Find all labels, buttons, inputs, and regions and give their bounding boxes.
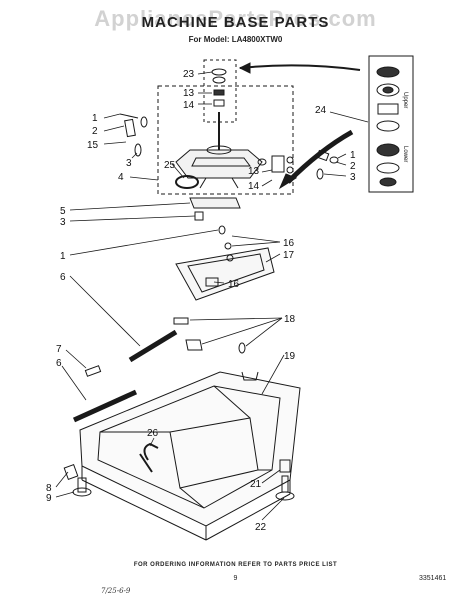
callout-17: 17 <box>283 250 295 261</box>
callout-3-mid: 3 <box>60 217 66 228</box>
callout-6-lower: 6 <box>56 358 62 369</box>
callout-15: 15 <box>87 140 99 151</box>
leveling-feet <box>63 459 295 501</box>
machine-base-frame <box>79 371 301 541</box>
callout-24: 24 <box>315 105 327 116</box>
left-brace <box>128 329 178 363</box>
callout-14-top: 14 <box>183 100 195 111</box>
mounting-plate <box>175 242 275 301</box>
handwritten-note: 7/25-6-9 <box>101 587 131 595</box>
transmission-assembly <box>175 112 263 189</box>
callout-2-right: 2 <box>350 161 356 172</box>
callout-1-mid: 1 <box>60 251 66 262</box>
inset-bearings <box>376 66 400 187</box>
callout-16-mid: 16 <box>228 279 240 290</box>
page-number: 9 <box>233 575 238 582</box>
callout-18: 18 <box>284 314 296 325</box>
callout-5: 5 <box>60 206 66 217</box>
ordering-footer: FOR ORDERING INFORMATION REFER TO PARTS … <box>133 562 338 568</box>
callout-16-top: 16 <box>283 238 295 249</box>
hardware-clips <box>173 317 246 354</box>
callout-13-top: 13 <box>183 88 195 99</box>
callout-21: 21 <box>250 479 262 490</box>
callout-25: 25 <box>164 160 176 171</box>
leader-lines <box>55 71 369 521</box>
inset-label-lower: Lower <box>402 146 408 162</box>
callout-6-upper: 6 <box>60 272 66 283</box>
callout-7: 7 <box>56 344 62 355</box>
callout-numbers: 23 13 14 24 1 2 15 3 4 25 13 14 1 2 3 5 … <box>46 69 356 533</box>
inset-arrow-top <box>239 64 361 71</box>
callout-4: 4 <box>118 172 124 183</box>
bearing-inset-box <box>368 55 414 193</box>
model-subtitle: For Model: LA4800XTW0 <box>188 35 283 44</box>
inset-labels: Upper Lower <box>402 92 408 162</box>
callout-3-right: 3 <box>350 172 356 183</box>
clip-and-bolt <box>189 197 241 235</box>
spring-7 <box>84 365 102 377</box>
page-title: MACHINE BASE PARTS <box>141 14 330 31</box>
callout-14-right: 14 <box>248 181 260 192</box>
callout-8: 8 <box>46 483 52 494</box>
inset-label-upper: Upper <box>402 92 408 108</box>
callout-1-left: 1 <box>92 113 98 124</box>
callout-23: 23 <box>183 69 195 80</box>
hook-26 <box>139 442 159 473</box>
right-actuator-parts <box>257 149 339 180</box>
callout-9: 9 <box>46 493 52 504</box>
left-actuator-parts <box>119 113 148 157</box>
callout-22: 22 <box>255 522 267 533</box>
callout-26: 26 <box>147 428 159 439</box>
seal-ring <box>175 175 199 189</box>
callout-2-left: 2 <box>92 126 98 137</box>
callout-13-right: 13 <box>248 166 260 177</box>
document-number: 3351461 <box>419 575 447 582</box>
watermark: AppliancePartsPros.com <box>94 6 377 31</box>
left-lower-brace <box>72 389 138 423</box>
callout-3-left: 3 <box>126 158 132 169</box>
top-seal-stack <box>211 68 227 107</box>
callout-19: 19 <box>284 351 296 362</box>
transmission-group-outline <box>157 85 294 195</box>
inset-arrow-bottom <box>286 129 354 184</box>
callout-1-right: 1 <box>350 150 356 161</box>
